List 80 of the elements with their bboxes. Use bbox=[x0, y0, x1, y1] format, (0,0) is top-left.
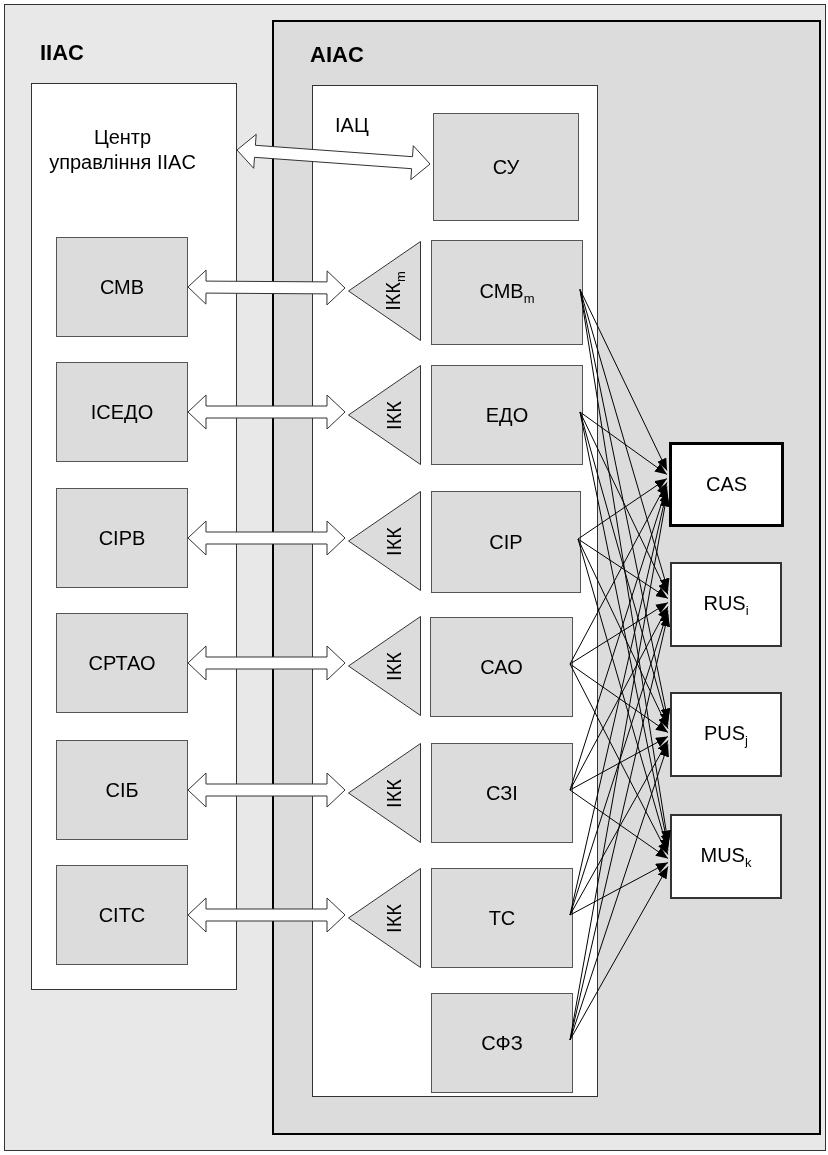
subsystem-box bbox=[56, 362, 188, 462]
arrow bbox=[569, 736, 669, 791]
subsystem-box bbox=[56, 740, 188, 840]
double-arrow bbox=[187, 772, 346, 808]
triangle-node bbox=[348, 743, 421, 843]
node-label: СІБ bbox=[105, 778, 139, 802]
user-box bbox=[670, 814, 782, 899]
node-label: СФЗ bbox=[481, 1031, 523, 1055]
arrow bbox=[569, 602, 669, 665]
arrow bbox=[569, 482, 668, 665]
subsystem-box bbox=[56, 613, 188, 713]
node-label: ІКК bbox=[383, 903, 406, 933]
subsystem-box bbox=[431, 868, 573, 968]
subsystem-box bbox=[56, 237, 188, 337]
arrow bbox=[569, 862, 669, 916]
triangle-node bbox=[348, 616, 421, 716]
subsystem-box bbox=[56, 488, 188, 588]
node-label: ТС bbox=[488, 906, 516, 930]
subsystem-box bbox=[56, 865, 188, 965]
arrow bbox=[569, 610, 670, 916]
arrow bbox=[569, 663, 669, 733]
subsystem-box bbox=[431, 240, 583, 345]
control-center-label: Центр управління IIAC bbox=[48, 125, 197, 175]
arrow bbox=[579, 289, 668, 471]
double-arrow bbox=[187, 269, 346, 306]
panel-heading: AIAC bbox=[310, 42, 364, 68]
node-label: ІКК bbox=[383, 778, 406, 808]
group-heading: IIAC bbox=[40, 40, 84, 66]
triangle-node bbox=[348, 241, 421, 341]
triangle-node bbox=[348, 365, 421, 465]
node-label: ІКК bbox=[383, 526, 406, 556]
node-label: ІКК bbox=[383, 400, 406, 430]
node-label: СІР bbox=[489, 530, 523, 554]
panel-label: ІАЦ bbox=[335, 114, 369, 137]
arrow bbox=[569, 740, 669, 916]
node-label: ЕДО bbox=[485, 403, 529, 427]
double-arrow bbox=[187, 645, 346, 681]
double-arrow bbox=[187, 520, 346, 556]
arrow bbox=[569, 789, 669, 859]
arrow bbox=[569, 866, 669, 1041]
arrow bbox=[579, 411, 669, 595]
arrow bbox=[569, 744, 669, 1041]
node-label: СЗІ bbox=[486, 781, 518, 805]
arrow bbox=[569, 663, 669, 855]
subsystem-box bbox=[433, 113, 579, 221]
arrow bbox=[577, 538, 669, 729]
arrow bbox=[569, 606, 669, 791]
subsystem-box bbox=[431, 365, 583, 465]
subsystem-box bbox=[430, 617, 573, 717]
system-panel bbox=[272, 20, 821, 1135]
subsystem-box bbox=[431, 743, 573, 843]
node-label: СУ bbox=[492, 155, 520, 179]
arrow bbox=[579, 411, 668, 475]
subsystem-box bbox=[431, 491, 581, 593]
arrow bbox=[577, 538, 669, 599]
triangle-node bbox=[348, 491, 421, 591]
node-label: MUS$_{k}$ bbox=[700, 843, 752, 870]
double-arrow bbox=[236, 133, 431, 181]
node-label: RUS$_{i}$ bbox=[703, 591, 749, 618]
user-box bbox=[670, 692, 782, 777]
user-box bbox=[670, 562, 782, 647]
node-label: СРТАО bbox=[88, 651, 156, 675]
double-arrow bbox=[187, 394, 346, 430]
node-label: СІТС bbox=[98, 903, 146, 927]
node-label: CAS bbox=[705, 473, 748, 496]
node-label: СМВ$_{m}$ bbox=[479, 279, 535, 306]
node-label: СМВ bbox=[99, 275, 145, 299]
arrow bbox=[569, 486, 669, 791]
subsystem-box bbox=[431, 993, 573, 1093]
node-label: СІРВ bbox=[98, 526, 146, 550]
double-arrow bbox=[187, 897, 346, 933]
user-box bbox=[669, 442, 784, 527]
center-panel bbox=[312, 85, 598, 1097]
node-label: ІСЕДО bbox=[90, 400, 154, 424]
node-label: PUS$_{j}$ bbox=[704, 721, 748, 748]
node-label: ІКК bbox=[383, 651, 406, 681]
triangle-node bbox=[348, 868, 421, 968]
node-label: САО bbox=[480, 655, 523, 679]
arrow bbox=[577, 538, 670, 851]
arrow bbox=[577, 478, 668, 540]
